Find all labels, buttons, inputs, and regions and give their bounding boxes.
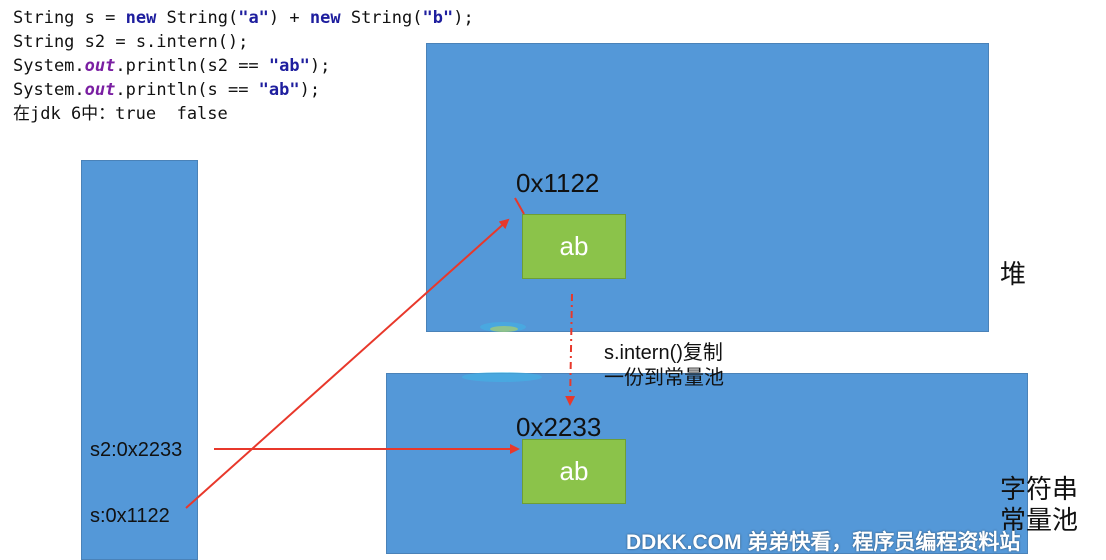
code-string: "a" — [238, 8, 269, 28]
code-text: String( — [340, 8, 423, 28]
heap-region — [426, 43, 989, 332]
code-text: String( — [156, 8, 239, 28]
string-pool-region — [386, 373, 1028, 554]
code-line-5: 在jdk 6中：true false — [13, 104, 228, 124]
code-line-3: System.out.println(s2 == "ab"); — [13, 54, 474, 78]
code-field: out — [84, 56, 116, 76]
code-line-1: String s = new String("a") + new String(… — [13, 6, 474, 30]
code-line-4: System.out.println(s == "ab"); — [13, 78, 474, 102]
code-text: ); — [299, 80, 321, 100]
code-text: ); — [453, 8, 474, 28]
code-snippet: String s = new String("a") + new String(… — [13, 6, 474, 126]
code-text: ) + — [268, 8, 310, 28]
intern-note-line-1: s.intern()复制 — [604, 342, 723, 364]
heap-address: 0x1122 — [516, 168, 600, 198]
pool-label: 字符串常量池 — [1000, 474, 1079, 535]
code-text: System. — [13, 56, 85, 76]
pool-string-object: ab — [522, 439, 626, 504]
smudge-mark — [490, 326, 518, 332]
address-leader-line — [514, 197, 525, 215]
smudge-mark — [462, 372, 542, 382]
intern-copy-arrow — [565, 293, 576, 406]
code-string: "ab" — [268, 56, 310, 76]
code-text: System. — [13, 80, 85, 100]
code-string: "ab" — [258, 80, 300, 100]
code-field: out — [84, 80, 116, 100]
watermark: DDKK.COM 弟弟快看，程序员编程资料站 — [626, 531, 1021, 554]
code-line-2: String s2 = s.intern(); — [13, 32, 249, 52]
code-string: "b" — [422, 8, 454, 28]
pool-address: 0x2233 — [516, 412, 602, 442]
intern-note: s.intern()复制 一份到常量池 — [604, 341, 724, 391]
code-text: .println(s2 == — [115, 56, 269, 76]
code-keyword: new — [309, 8, 341, 28]
code-text: ); — [309, 56, 331, 76]
stack-var-s: s:0x1122 — [90, 505, 170, 527]
code-text: String s = — [13, 8, 126, 28]
heap-string-object: ab — [522, 214, 626, 279]
intern-note-line-2: 一份到常量池 — [604, 367, 724, 389]
pointer-arrow-s-to-heap — [185, 218, 510, 509]
code-text: .println(s == — [115, 80, 259, 100]
code-keyword: new — [125, 8, 157, 28]
heap-label: 堆 — [1000, 259, 1027, 289]
stack-region — [81, 160, 198, 560]
stack-var-s2: s2:0x2233 — [90, 439, 183, 461]
